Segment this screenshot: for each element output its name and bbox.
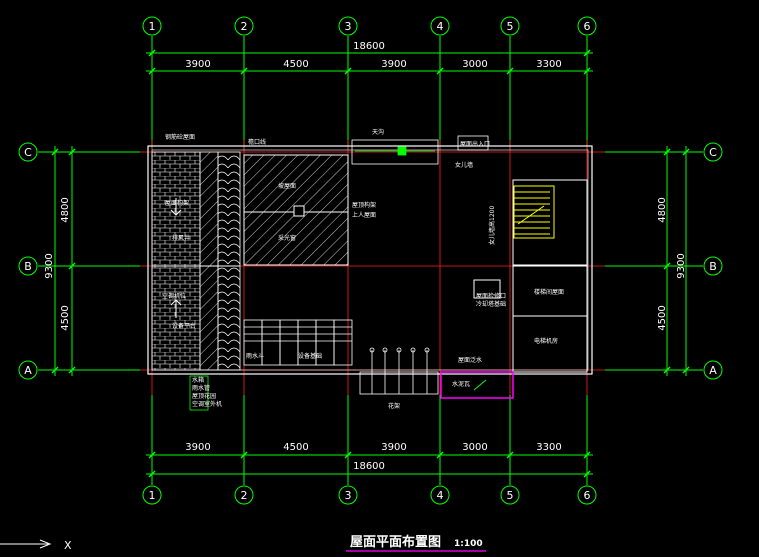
bottom-dim-1: 3900 bbox=[185, 442, 210, 453]
label-hatch: 屋面检修口 bbox=[476, 292, 506, 300]
left-dimension-lines bbox=[51, 146, 76, 376]
bottom-dimension-lines bbox=[146, 451, 593, 478]
axis-label-B-left: B bbox=[24, 260, 32, 273]
axis-label-4-bottom: 4 bbox=[437, 489, 444, 502]
label-roof-2: 檐口线 bbox=[248, 138, 266, 146]
top-dim-3: 3900 bbox=[381, 59, 406, 70]
bottom-dim-3: 3900 bbox=[381, 442, 406, 453]
label-parapet: 女儿墙 bbox=[455, 161, 473, 169]
annotation-labels: 钢筋砼屋面 檐口线 天沟 屋面出入口 女儿墙 坡屋面 采光窗 屋顶构架 上人屋面… bbox=[162, 128, 564, 410]
label-equip-base: 设备基础 bbox=[298, 352, 322, 360]
label-ac-pos: 空调机位 bbox=[162, 292, 186, 300]
label-frame: 屋顶构架 bbox=[352, 201, 376, 209]
ucs-icon: X bbox=[0, 539, 72, 552]
bottom-total-dim: 18600 bbox=[353, 461, 385, 472]
label-garden: 屋顶花园 bbox=[192, 392, 216, 400]
ucs-x-label: X bbox=[64, 539, 72, 552]
top-dim-1: 3900 bbox=[185, 59, 210, 70]
label-tank: 水箱 bbox=[192, 376, 204, 384]
axis-label-6-top: 6 bbox=[584, 20, 591, 33]
left-sloped-roof bbox=[151, 151, 241, 411]
label-slope: 坡屋面 bbox=[278, 182, 296, 190]
axis-label-2-top: 2 bbox=[241, 20, 248, 33]
label-roof-4: 屋面出入口 bbox=[460, 140, 490, 148]
scale-text: 1:100 bbox=[454, 539, 483, 549]
label-outdoor-unit: 空调室外机 bbox=[192, 400, 222, 408]
label-roof-1: 钢筋砼屋面 bbox=[165, 133, 195, 141]
skylight bbox=[351, 135, 489, 165]
label-drain: 雨水斗 bbox=[246, 352, 264, 360]
axis-label-1-top: 1 bbox=[149, 20, 156, 33]
top-dim-4: 3000 bbox=[462, 59, 487, 70]
axis-label-A-right: A bbox=[709, 364, 717, 377]
axis-label-C-right: C bbox=[709, 146, 717, 159]
stair-core bbox=[440, 179, 588, 399]
hatched-roof-area bbox=[243, 154, 349, 266]
top-total-dim: 18600 bbox=[353, 41, 385, 52]
label-machine-room: 电梯机房 bbox=[534, 337, 558, 345]
axis-label-B-right: B bbox=[709, 260, 717, 273]
bottom-dim-5: 3300 bbox=[536, 442, 561, 453]
top-dim-5: 3300 bbox=[536, 59, 561, 70]
axis-label-A-left: A bbox=[24, 364, 32, 377]
label-exhaust: 排风井 bbox=[172, 234, 190, 242]
horizontal-grid-lines bbox=[38, 151, 703, 371]
right-dimension-lines bbox=[663, 146, 690, 376]
axis-label-6-bottom: 6 bbox=[584, 489, 591, 502]
label-tower-base: 冷却塔基础 bbox=[476, 300, 506, 308]
left-dim-1: 4800 bbox=[60, 197, 71, 222]
left-total-dim: 9300 bbox=[44, 253, 55, 278]
label-platform: 设备平台 bbox=[172, 322, 196, 330]
label-skylight: 采光窗 bbox=[278, 234, 296, 242]
right-total-dim: 9300 bbox=[676, 253, 687, 278]
label-stair-roof: 楼梯间屋面 bbox=[534, 288, 564, 296]
top-dim-2: 4500 bbox=[283, 59, 308, 70]
label-tile: 水泥瓦 bbox=[452, 380, 470, 388]
axis-label-3-top: 3 bbox=[345, 20, 352, 33]
top-dimension-lines bbox=[146, 49, 593, 75]
bottom-dim-4: 3000 bbox=[462, 442, 487, 453]
title-text: 屋面平面布置图 bbox=[350, 534, 441, 550]
label-pipe: 雨水管 bbox=[192, 384, 210, 392]
axis-label-3-bottom: 3 bbox=[345, 489, 352, 502]
axis-label-4-top: 4 bbox=[437, 20, 444, 33]
label-pergola: 花架 bbox=[388, 402, 400, 410]
axis-label-2-bottom: 2 bbox=[241, 489, 248, 502]
label-roof-3: 天沟 bbox=[372, 128, 384, 136]
axis-label-5-top: 5 bbox=[507, 20, 514, 33]
trellis-structure bbox=[359, 347, 439, 395]
axis-label-1-bottom: 1 bbox=[149, 489, 156, 502]
right-dim-2: 4500 bbox=[657, 305, 668, 330]
dimension-texts: 18600 3900 4500 3900 3000 3300 3900 4500… bbox=[44, 41, 687, 472]
label-flashing: 屋面泛水 bbox=[458, 356, 482, 364]
axis-label-5-bottom: 5 bbox=[507, 489, 514, 502]
label-accessible: 上人屋面 bbox=[352, 211, 376, 219]
axis-bubble-labels: 1 2 3 4 5 6 1 2 3 4 5 6 C B A C B A bbox=[24, 20, 717, 502]
right-dim-1: 4800 bbox=[657, 197, 668, 222]
drawing-title: 屋面平面布置图 1:100 bbox=[346, 534, 486, 552]
label-parapet-height: 女儿墙高1200 bbox=[488, 206, 496, 245]
ac-unit-row bbox=[243, 319, 353, 366]
axis-label-C-left: C bbox=[24, 146, 32, 159]
axis-bubbles bbox=[18, 16, 723, 505]
left-dim-2: 4500 bbox=[60, 305, 71, 330]
label-frame-2: 屋面构架 bbox=[165, 199, 189, 207]
vertical-grid-lines bbox=[151, 36, 588, 485]
bottom-dim-2: 4500 bbox=[283, 442, 308, 453]
